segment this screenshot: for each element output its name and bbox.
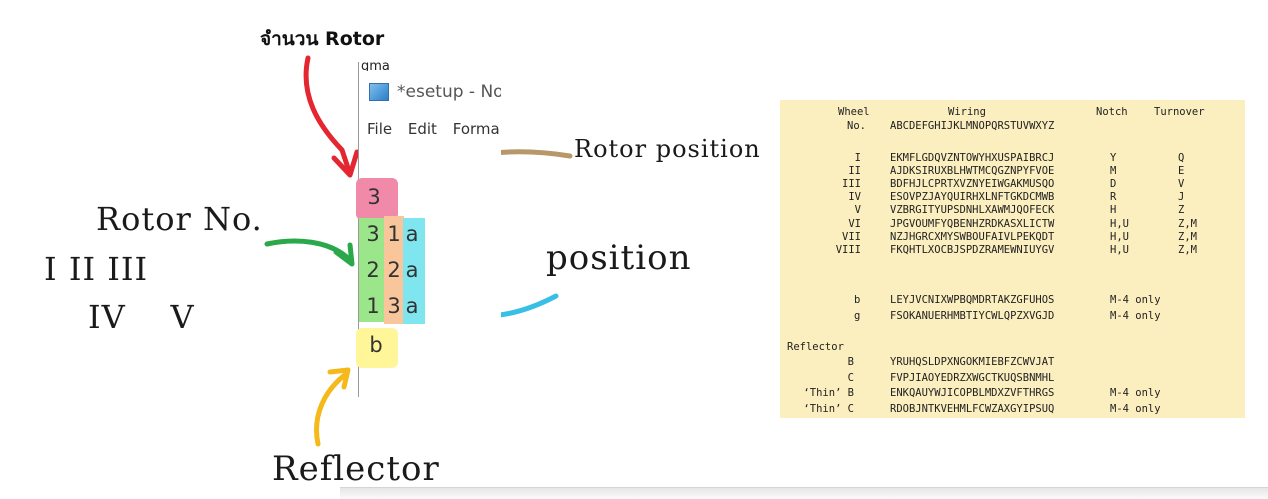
rotor-turnover: J: [1178, 191, 1185, 204]
reflector-notch: M-4 only: [1110, 387, 1161, 399]
menu-format[interactable]: Forma: [452, 120, 500, 138]
hdr-wiring: Wiring: [948, 106, 986, 118]
rotor-notch: H,U: [1110, 230, 1129, 243]
rotor-wheel: IV: [848, 191, 861, 204]
reflector-label: Reflector: [272, 449, 440, 489]
reflector-value: b: [369, 333, 383, 357]
rotor-position-label: Rotor position: [574, 135, 761, 163]
hdr-wheel: Wheel: [838, 106, 870, 118]
rotor-wiring: JPGVOUMFYQBENHZRDKASXLICTW: [890, 217, 1055, 230]
reflector-wiring: FVPJIAOYEDRZXWGCTKUQSBNMHL: [890, 371, 1055, 384]
rotor-turnover: Z: [1178, 204, 1185, 217]
rotor-no-arrowhead: [333, 242, 355, 267]
rotor-notch: M: [1110, 165, 1117, 178]
reflector-heading: Reflector: [787, 341, 844, 353]
rotor-wiring: AJDKSIRUXBLHWTMCQGZNPYFVOE: [890, 165, 1055, 178]
rotor-turnover: Q: [1178, 152, 1185, 164]
rotor-row-1-rotor: 3: [366, 222, 380, 246]
reflector-wiring: ENKQAUYWJICOPBLMDXZVFTHRGS: [890, 387, 1055, 399]
rotor-count-highlight: [356, 178, 398, 220]
reflector-wheel: ‘Thin’ B: [803, 387, 854, 399]
reflector-arrow: [314, 371, 349, 447]
menu-file[interactable]: File: [367, 120, 393, 138]
thin-wiring: LEYJVCNIXWPBQMDRTAKZGFUHOS: [890, 294, 1055, 306]
reflector-notch: M-4 only: [1110, 402, 1161, 415]
rotor-turnover: Z,M: [1178, 217, 1197, 230]
thin-notch: M-4 only: [1110, 294, 1161, 306]
rotor-wiring: EKMFLGDQVZNTOWYHXUSPAIBRCJ: [890, 152, 1055, 164]
notepad-title: *esetup - Not: [397, 82, 501, 102]
rotor-notch: H: [1110, 204, 1117, 217]
rotor-no-highlight: [359, 218, 385, 322]
wiring-table: Wheel No. Wiring ABCDEFGHIJKLMNOPQRSTUVW…: [780, 100, 1245, 418]
notepad-title-bar[interactable]: *esetup - Not: [369, 82, 501, 102]
rotor-wheel: VII: [842, 230, 861, 243]
rotor-row-2-posletter: a: [405, 258, 419, 282]
rotor-wiring: NZJHGRCXMYSWBOUFAIVLPEKQDT: [890, 230, 1055, 243]
reflector-highlight: [356, 328, 398, 368]
rotor-turnover: Z,M: [1178, 230, 1197, 243]
notepad-top-fragment: gma: [361, 62, 390, 71]
notepad-icon: [369, 83, 389, 101]
rotor-numerals-line1: I II III: [44, 250, 149, 288]
rotor-no-arrow: [264, 238, 353, 263]
notepad-window: gma *esetup - Not File Edit Forma: [358, 62, 501, 397]
rotor-notch: H,U: [1110, 217, 1129, 230]
rotor-count-arrowhead: [331, 149, 360, 178]
reflector-arrowhead: [327, 367, 351, 390]
rotor-count-label: จำนวน Rotor: [260, 28, 385, 50]
rotor-wheel: II: [848, 165, 861, 178]
rotor-wheel: VI: [848, 217, 861, 230]
rotor-row-2-posnum: 2: [387, 258, 401, 282]
rotor-wiring: FKQHTLXOCBJSPDZRAMEWNIUYGV: [890, 243, 1055, 256]
rotor-numerals-line2: IV V: [88, 298, 195, 336]
rotor-row-3-posletter: a: [405, 294, 419, 318]
rotor-row-2-rotor: 2: [366, 258, 380, 282]
rotor-no-label: Rotor No.: [96, 200, 263, 238]
hdr-alphabet: ABCDEFGHIJKLMNOPQRSTUVWXYZ: [890, 120, 1055, 132]
hdr-turnover: Turnover: [1154, 106, 1205, 118]
reflector-wiring: RDOBJNTKVEHMLFCWZAXGYIPSUQ: [890, 402, 1055, 415]
thin-wheel: b: [854, 294, 861, 306]
hdr-notch: Notch: [1096, 106, 1128, 118]
rotor-row-1-posletter: a: [405, 222, 419, 246]
rotor-count-value: 3: [367, 185, 381, 209]
bottom-window-edge: [340, 487, 1268, 499]
rotor-wheel: I: [854, 152, 861, 164]
pos-letter-highlight: [403, 218, 425, 324]
notepad-menu-bar: File Edit Forma: [367, 120, 501, 138]
rotor-wiring: VZBRGITYUPSDNHLXAWMJQOFECK: [890, 204, 1055, 217]
reflector-wiring: YRUHQSLDPXNGOKMIEBFZCWVJAT: [890, 356, 1055, 368]
rotor-wheel: V: [854, 204, 861, 217]
reflector-wheel: B: [847, 356, 854, 368]
rotor-wheel: III: [842, 178, 861, 191]
thin-wheel: g: [854, 310, 861, 322]
pos-num-highlight: [384, 216, 404, 324]
rotor-row-1-posnum: 1: [387, 222, 401, 246]
rotor-turnover: E: [1178, 165, 1185, 178]
rotor-wiring: ESOVPZJAYQUIRHXLNFTGKDCMWB: [890, 191, 1055, 204]
rotor-notch: R: [1110, 191, 1117, 204]
rotor-row-3-posnum: 3: [387, 294, 401, 318]
rotor-wheel: VIII: [835, 243, 861, 256]
rotor-turnover: Z,M: [1178, 243, 1197, 256]
rotor-row-3-rotor: 1: [366, 294, 380, 318]
reflector-wheel: C: [847, 371, 854, 384]
position-label: position: [546, 238, 692, 278]
thin-notch: M-4 only: [1110, 310, 1161, 322]
rotor-wiring: BDFHJLCPRTXVZNYEIWGAKMUSQO: [890, 178, 1055, 191]
rotor-count-arrow: [303, 55, 351, 171]
hdr-wheel-no: No.: [847, 120, 866, 132]
rotor-notch: D: [1110, 178, 1117, 191]
rotor-turnover: V: [1178, 178, 1185, 191]
reflector-wheel: ‘Thin’ C: [803, 402, 854, 415]
rotor-notch: H,U: [1110, 243, 1129, 256]
menu-edit[interactable]: Edit: [407, 120, 437, 138]
rotor-notch: Y: [1110, 152, 1117, 164]
thin-wiring: FSOKANUERHMBTIYCWLQPZXVGJD: [890, 310, 1055, 322]
